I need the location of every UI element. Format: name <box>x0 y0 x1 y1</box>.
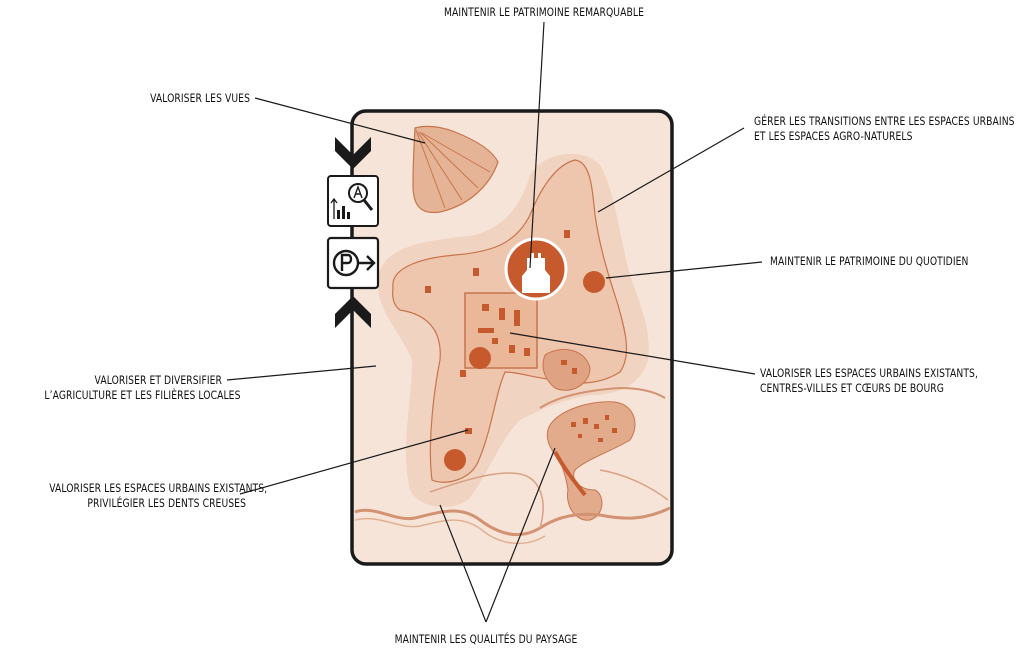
chart-search-icon <box>327 175 379 227</box>
castle-icon <box>504 237 568 301</box>
label-transitions: GÉRER LES TRANSITIONS ENTRE LES ESPACES … <box>754 114 1015 143</box>
chevron-up-icon <box>335 296 371 328</box>
label-valoriser-vues: VALORISER LES VUES <box>150 91 250 105</box>
valley-features <box>354 348 671 545</box>
label-patrimoine-remarquable: MAINTENIR LE PATRIMOINE REMARQUABLE <box>444 5 644 19</box>
view-cone <box>412 125 499 214</box>
heritage-dot <box>444 449 466 471</box>
label-paysage: MAINTENIR LES QUALITÉS DU PAYSAGE <box>394 632 578 646</box>
heritage-dot <box>583 271 605 293</box>
label-agriculture: VALORISER ET DIVERSIFIER L’AGRICULTURE E… <box>44 373 241 402</box>
heritage-dot <box>469 347 491 369</box>
label-patrimoine-quotidien: MAINTENIR LE PATRIMOINE DU QUOTIDIEN <box>770 254 969 268</box>
chevron-down-icon <box>335 137 371 169</box>
building-blocks <box>425 230 570 434</box>
label-centres-villes: VALORISER LES ESPACES URBAINS EXISTANTS,… <box>760 366 978 395</box>
parking-arrow-icon <box>326 236 380 290</box>
leader-lines <box>226 21 763 623</box>
label-dents-creuses: VALORISER LES ESPACES URBAINS EXISTANTS,… <box>49 481 268 510</box>
